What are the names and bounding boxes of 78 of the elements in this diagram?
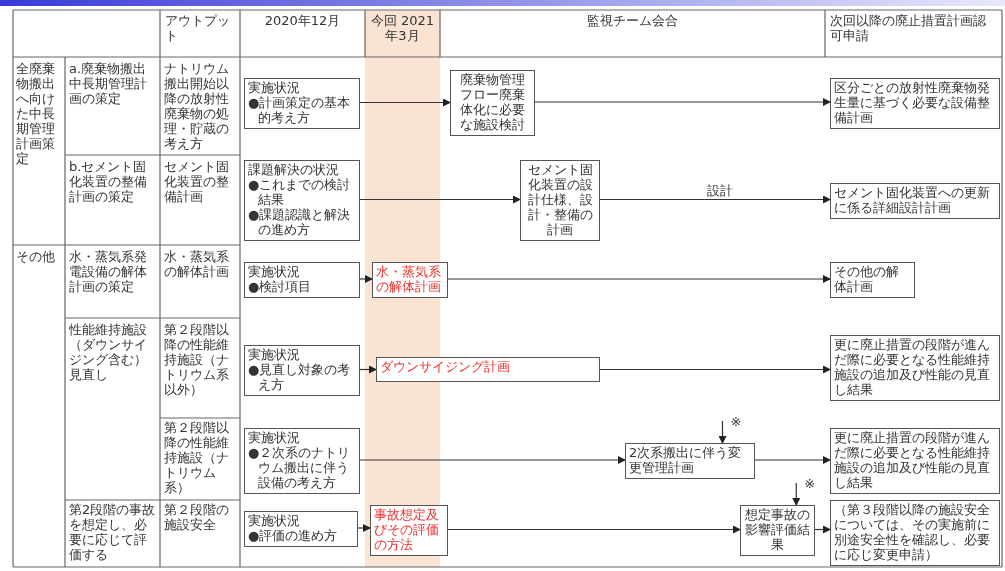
- box-text: ●検討項目: [248, 279, 313, 295]
- process-box: [830, 428, 1000, 494]
- table-cell-text: セメント固化装置の整備計画: [164, 160, 230, 205]
- table-cell-text: a.廃棄物搬出中長期管理計画の策定: [69, 62, 148, 107]
- box-text: 水・蒸気系の解体計画: [376, 265, 442, 295]
- table-cell-text: 第２段階以降の性能維持施設（ナトリウム系）: [164, 421, 230, 496]
- table-cell-text: ナトリウム搬出開始以降の放射性廃棄物の処理・貯蔵の考え方: [164, 62, 230, 152]
- box-text: 区分ごとの放射性廃棄物発生量に基づく必要な設備整備計画: [834, 81, 991, 126]
- box-text: ●計画策定の基本的考え方: [248, 95, 352, 126]
- process-box: [244, 262, 360, 298]
- process-box: [830, 78, 1000, 129]
- arrow: [359, 195, 521, 204]
- process-box: [372, 262, 448, 298]
- process-box: [830, 262, 915, 298]
- column-header: 今回 2021年3月: [369, 14, 436, 44]
- arrow: [599, 365, 831, 374]
- process-box: [830, 335, 1000, 401]
- table-cell-text: b.セメント固化装置の整備計画の策定: [69, 160, 148, 205]
- table-cell-text: 水・蒸気系発電設備の解体計画の策定: [69, 250, 148, 295]
- box-text: ●見直し対象の考え方: [248, 362, 352, 393]
- box-text: ●これまでの検討結果: [248, 177, 352, 208]
- process-box: [244, 511, 358, 547]
- column-header: 次回以降の廃止措置計画認可申請: [830, 14, 987, 44]
- process-box: [244, 345, 360, 396]
- box-text: 2次系搬出に伴う変更管理計画: [629, 446, 743, 476]
- arrow: [792, 482, 801, 506]
- box-heading: 実施状況: [248, 348, 301, 363]
- box-text: ダウンサイジング計画: [380, 360, 511, 375]
- arrow: [754, 456, 831, 464]
- process-box: [625, 443, 755, 479]
- process-box: [370, 505, 448, 556]
- box-text: （第３段階以降の施設安全については、その実施前に別途安全性を確認し、必要に応じ変更申請）: [834, 503, 991, 563]
- box-heading: 課題解決の状況: [248, 163, 340, 178]
- process-box: [376, 357, 600, 382]
- box-text: 事故想定及びその評価の方法: [374, 508, 440, 553]
- arrow: [359, 365, 377, 374]
- process-box: [520, 160, 600, 241]
- edge-label: 設計: [705, 183, 735, 199]
- process-box: [244, 160, 360, 241]
- box-text: 想定事故の影響評価結果: [744, 508, 811, 553]
- process-box: [830, 183, 1000, 219]
- arrow: [718, 420, 727, 444]
- box-heading: 実施状況: [248, 431, 301, 446]
- column-header: 監視チーム会合: [586, 14, 679, 29]
- box-text: セメント固化装置への更新に係る詳細設計計画: [834, 186, 991, 216]
- table-cell-text: 第２段階以降の性能維持施設（ナトリウム系以外）: [164, 323, 230, 398]
- box-text: 更に廃止措置の段階が進んだ際に必要となる性能維持施設の追加及び性能の見直し結果: [834, 338, 991, 398]
- box-heading: 実施状況: [248, 265, 301, 280]
- box-text: 廃棄物管理フロー廃棄体化に必要な施設検討: [459, 73, 526, 133]
- box-text: ●評価の進め方: [248, 528, 339, 544]
- table-cell-text: 性能維持施設（ダウンサイジング含む）見直し: [69, 323, 148, 383]
- box-text: セメント固化装置の設計仕様、設計・整備の計画: [526, 163, 594, 238]
- column-header: 2020年12月: [263, 14, 342, 29]
- arrow: [447, 525, 741, 534]
- arrow: [599, 195, 831, 204]
- arrow: [447, 275, 831, 283]
- box-text: ●２次系のナトリウム搬出に伴う設備の考え方: [248, 445, 352, 491]
- table-cell-text: 水・蒸気系の解体計画: [164, 250, 230, 280]
- box-text: その他の解体計画: [834, 265, 900, 295]
- arrow: [357, 524, 371, 532]
- process-box: [450, 70, 535, 136]
- box-heading: 実施状況: [248, 81, 301, 96]
- table-cell-text: 第2段階の事故を想定し、必要に応じて評価する: [69, 503, 157, 563]
- column-header: アウトプット: [165, 14, 231, 44]
- arrow: [359, 456, 626, 464]
- box-text: 更に廃止措置の段階が進んだ際に必要となる性能維持施設の追加及び性能の見直し結果: [834, 431, 991, 491]
- arrow: [814, 525, 831, 534]
- table-cell-text: その他: [16, 250, 56, 265]
- arrow: [534, 98, 831, 106]
- process-box: [830, 500, 1000, 566]
- process-box: [244, 428, 360, 494]
- arrow: [359, 98, 451, 107]
- arrow: [359, 275, 373, 283]
- table-cell-text: 第２段階の施設安全: [164, 503, 230, 533]
- process-box: [244, 78, 360, 129]
- box-text: ●課題認識と解決の進め方: [248, 207, 352, 238]
- table-cell-text: 全廃棄物搬出へ向けた中長期管理計画策定: [16, 62, 56, 167]
- box-heading: 実施状況: [248, 514, 301, 529]
